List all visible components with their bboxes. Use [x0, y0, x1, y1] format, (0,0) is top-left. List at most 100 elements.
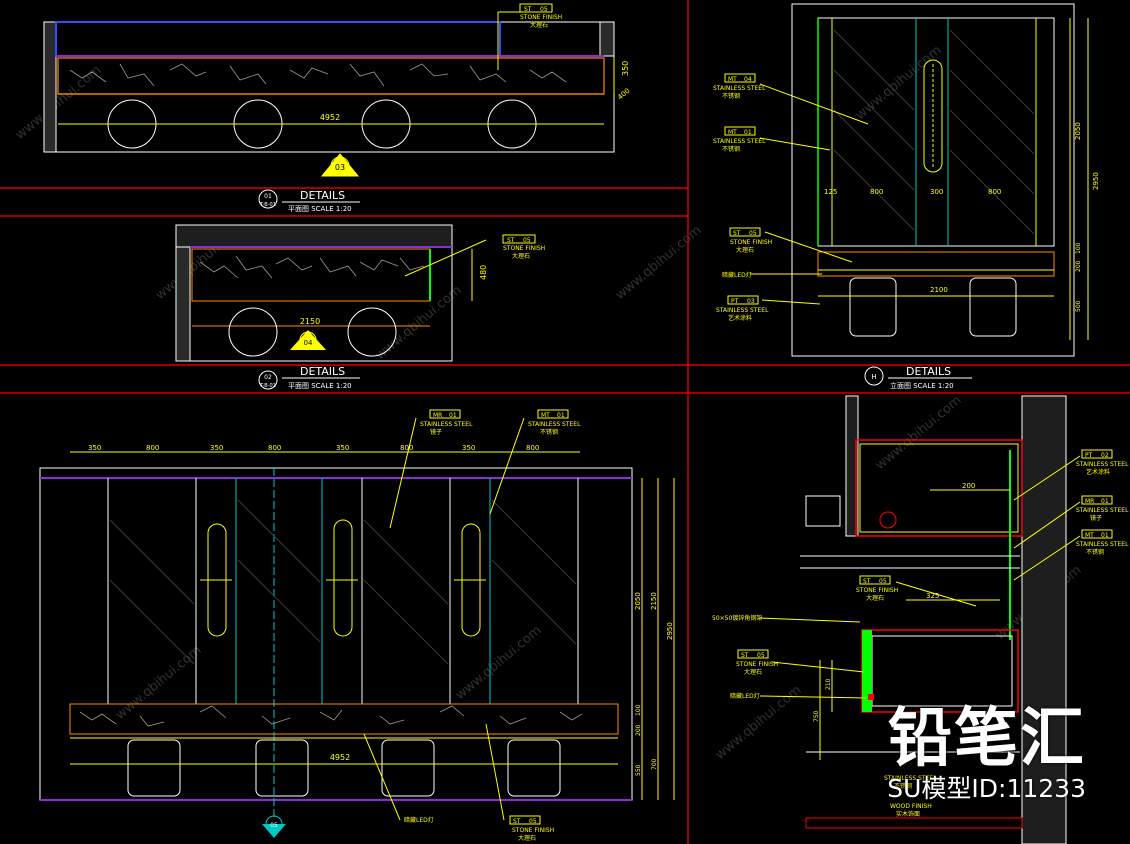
- marble-veining: [199, 255, 425, 279]
- section-view: 200 325 210 750 PT 02 STAINLESS STEEL 艺术…: [712, 395, 1129, 844]
- tag-cn: 不锈钢: [894, 782, 912, 790]
- tag-code: PT: [1085, 452, 1093, 459]
- material-tag: PT 02 STAINLESS STEEL 艺术涂料: [1013, 449, 1129, 501]
- tag-cn: 大理石: [736, 246, 754, 254]
- title-ref: T-B-01: [259, 383, 276, 389]
- tag-code: MT: [541, 412, 550, 419]
- dim-2: 325: [926, 592, 939, 600]
- tag-en: STONE FINISH: [730, 239, 772, 246]
- tag-num: 05: [749, 230, 757, 237]
- material-tag: MT 01 STAINLESS STEEL 不锈钢: [489, 409, 581, 515]
- tag-num: 01: [744, 129, 752, 136]
- dim-4: 800: [988, 188, 1001, 196]
- tag-en: STAINLESS STEEL: [716, 307, 769, 314]
- led-note: 暗藏LED灯: [722, 271, 752, 279]
- tag-cn: 大理石: [866, 594, 884, 602]
- title-num: H: [871, 373, 876, 381]
- dim-right: 2950: [666, 622, 674, 640]
- site-watermark: www.qbihui.com: [873, 393, 965, 473]
- dim-v4: 200: [1075, 260, 1082, 272]
- dim-height-b: 400: [616, 87, 631, 102]
- tag-code: ST: [733, 230, 741, 237]
- dim-right: 550: [635, 764, 642, 776]
- section-marker: 05: [270, 822, 278, 829]
- dim-right: 2150: [650, 592, 658, 610]
- tag-code: MR: [433, 412, 442, 419]
- tag-en: STAINLESS STEEL: [528, 421, 581, 428]
- tag-en: STAINLESS STEEL: [713, 138, 766, 145]
- dim-height-a: 350: [621, 61, 630, 76]
- section-marker: 04: [304, 339, 313, 347]
- tag-num: 01: [1101, 532, 1109, 539]
- material-tag: MT 01 STAINLESS STEEL 不锈钢: [1013, 529, 1129, 581]
- title-num: 01: [264, 193, 272, 200]
- dim-top: 800: [526, 444, 539, 452]
- plan-view-02: 2150 480 ST 05 STONE FINISH 大理石 04 02 T-…: [175, 224, 545, 390]
- tag-en: STAINLESS STEEL: [1076, 541, 1129, 548]
- tag-code: ST: [524, 6, 532, 13]
- tag-cn: 镜子: [1090, 514, 1102, 522]
- tag-code: MT: [728, 76, 737, 83]
- tag-num: 02: [1101, 452, 1109, 459]
- tag-code: ST: [513, 818, 521, 825]
- tag-num: 03: [747, 298, 755, 305]
- dim-v3: 100: [1075, 242, 1082, 254]
- dim-1: 125: [824, 188, 837, 196]
- dim-top: 800: [400, 444, 413, 452]
- tag-en: STAINLESS STEEL: [420, 421, 473, 428]
- tag-code: MT: [1085, 532, 1094, 539]
- tag-en: STONE FINISH: [856, 587, 898, 594]
- dim-top: 350: [210, 444, 223, 452]
- title-sub: 平面图 SCALE 1:20: [288, 382, 352, 390]
- tag-cn: 不锈钢: [722, 92, 740, 100]
- tag-code: MR: [1085, 498, 1094, 505]
- tag-num: 05: [757, 652, 765, 659]
- title-sub: 平面图 SCALE 1:20: [288, 205, 352, 213]
- tag-cn: 艺术涂料: [1086, 468, 1110, 476]
- tag-en: STONE FINISH: [520, 14, 562, 21]
- dim-top: 350: [462, 444, 475, 452]
- title-num: 02: [264, 374, 272, 381]
- steel-frame-note: 50×50镀锌角钢架: [712, 614, 762, 622]
- dim-width: 2150: [300, 317, 320, 326]
- elevation-view-main: 4952 350 800 350 800 350 800 350 800 205…: [39, 409, 675, 842]
- dim-right: 700: [651, 758, 658, 770]
- dim-width: 4952: [320, 113, 340, 122]
- section-marker: 03: [335, 163, 345, 172]
- marble-veining: [69, 63, 567, 87]
- elevation-view-h: 125 800 300 800 2100 2050 2950 100 200 5…: [713, 3, 1100, 390]
- tag-cn: 不锈钢: [540, 428, 558, 436]
- tag-num: 01: [449, 412, 457, 419]
- led-note: 暗藏LED灯: [730, 692, 760, 700]
- tag-code: ST: [863, 578, 871, 585]
- dim-v1: 2050: [1074, 122, 1082, 140]
- material-tag: ST 05 STONE FINISH 大理石: [729, 227, 853, 263]
- tag-en: STAINLESS STEEL: [713, 85, 766, 92]
- dim-height: 480: [479, 265, 488, 280]
- site-watermark: www.qbihui.com: [853, 43, 945, 123]
- material-tag: MT 04 STAINLESS STEEL 不锈钢: [713, 73, 869, 125]
- tag-num: 01: [557, 412, 565, 419]
- tag-cn: 不锈钢: [722, 145, 740, 153]
- tag-cn: 大理石: [744, 668, 762, 676]
- dim-right: 2050: [634, 592, 642, 610]
- tag-code: MT: [728, 129, 737, 136]
- tag-en: STONE FINISH: [512, 827, 554, 834]
- tag-cn: 大理石: [518, 834, 536, 842]
- wood-note-cn: 实木饰面: [896, 810, 920, 818]
- material-tag: MR 01 STAINLESS STEEL 镜子: [389, 409, 473, 529]
- material-tag: MR 01 STAINLESS STEEL 镜子: [1013, 495, 1129, 549]
- tag-en: STONE FINISH: [736, 661, 778, 668]
- tag-cn: 不锈钢: [1086, 548, 1104, 556]
- tag-num: 05: [879, 578, 887, 585]
- tag-num: 04: [744, 76, 752, 83]
- dim-top: 800: [146, 444, 159, 452]
- title-heading: DETAILS: [906, 365, 951, 378]
- material-tag: MT 01 STAINLESS STEEL 不锈钢: [713, 126, 831, 153]
- led-note: 暗藏LED灯: [404, 816, 434, 824]
- tag-en: STAINLESS STEEL: [884, 775, 937, 782]
- tag-cn: 大理石: [512, 252, 530, 260]
- dim-top: 350: [88, 444, 101, 452]
- dim-1: 200: [962, 482, 975, 490]
